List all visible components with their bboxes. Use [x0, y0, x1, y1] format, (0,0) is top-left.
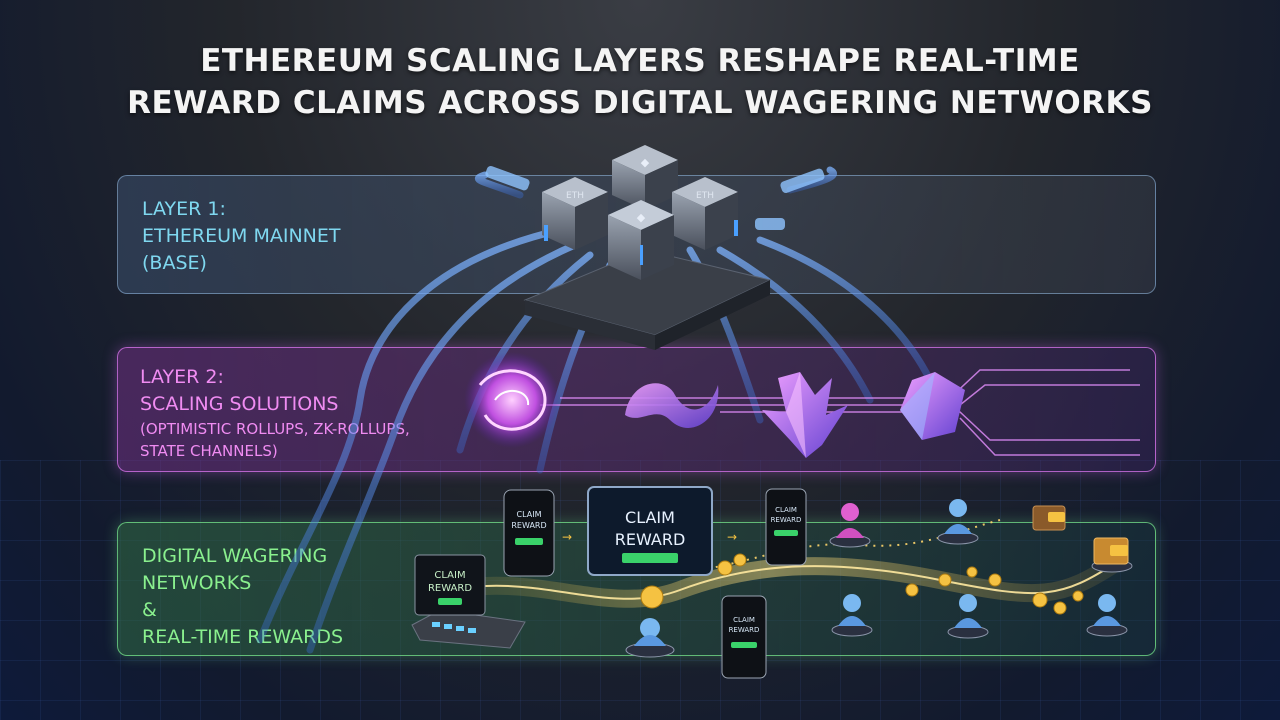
title-line-2: REWARD CLAIMS ACROSS DIGITAL WAGERING NE…: [127, 85, 1153, 121]
ethereum-node-cluster: ◆ ETH ETH ◆: [485, 145, 825, 350]
layer-3-ampersand: &: [142, 599, 157, 621]
phone-claim-2: CLAIM REWARD: [765, 488, 807, 566]
data-cables: [256, 166, 934, 654]
page-title: ETHEREUM SCALING LAYERS RESHAPE REAL-TIM…: [0, 40, 1280, 124]
reward-stream: [416, 519, 1125, 609]
layer-1-label: LAYER 1: ETHEREUM MAINNET (BASE): [142, 196, 340, 277]
eth-cube-front: ◆: [608, 200, 674, 280]
chip-label-left: ETH: [566, 191, 584, 201]
title-line-1: ETHEREUM SCALING LAYERS RESHAPE REAL-TIM…: [200, 43, 1080, 79]
wallet-icons: [1032, 505, 1133, 573]
user-avatar-3: [625, 618, 675, 658]
user-avatar-4: [831, 594, 873, 637]
phone-claim-3: CLAIM REWARD: [721, 595, 767, 679]
layer-2-detail-2: STATE CHANNELS): [140, 442, 278, 460]
zk-rollup-ribbon-icon: [625, 383, 719, 428]
svg-text:→: →: [562, 530, 572, 544]
user-avatar-6: [1086, 594, 1128, 637]
wallet-icon-2: [1091, 537, 1133, 573]
layer-3-title: DIGITAL WAGERING: [142, 545, 328, 567]
user-avatars: [625, 499, 1128, 658]
layer-1-note: (BASE): [142, 252, 207, 274]
polygon-gem-icon: [900, 372, 965, 440]
user-avatar-1: [829, 503, 871, 548]
flow-arrows: → →: [562, 530, 737, 544]
layer-2-panel: LAYER 2: SCALING SOLUTIONS (OPTIMISTIC R…: [117, 347, 1156, 472]
wallet-icon-1: [1032, 505, 1066, 531]
layer-3-title-2: NETWORKS: [142, 572, 252, 594]
phone-3-claim: CLAIM: [733, 616, 755, 624]
state-channel-crystal-icon: [762, 372, 848, 458]
eth-cube-left: ETH: [542, 177, 608, 250]
layer-2-label: LAYER 2: SCALING SOLUTIONS (OPTIMISTIC R…: [140, 364, 410, 462]
layer-3-label: DIGITAL WAGERING NETWORKS & REAL-TIME RE…: [142, 543, 343, 651]
phone-2-reward: REWARD: [771, 516, 802, 524]
user-avatar-5: [947, 594, 989, 639]
pos-terminal: CLAIM REWARD: [411, 554, 526, 649]
phone-3-reward: REWARD: [729, 626, 760, 634]
layer-2-detail-1: (OPTIMISTIC ROLLUPS, ZK-ROLLUPS,: [140, 420, 410, 438]
terminal-claim-text: CLAIM: [434, 570, 465, 581]
phone-claim-1: CLAIM REWARD: [503, 489, 555, 577]
eth-cube-back: ◆: [612, 145, 678, 210]
optimistic-rollup-swirl-icon: [464, 352, 560, 448]
phone-1-claim: CLAIM: [517, 510, 542, 519]
monitor-reward-text: REWARD: [615, 530, 686, 549]
layer-1-name: ETHEREUM MAINNET: [142, 225, 341, 247]
user-avatar-2: [937, 499, 979, 545]
phone-1-reward: REWARD: [511, 521, 546, 530]
svg-text:◆: ◆: [637, 211, 646, 224]
monitor-claim-text: CLAIM: [625, 508, 675, 527]
layer-1-title: LAYER 1:: [142, 198, 226, 220]
svg-text:→: →: [727, 530, 737, 544]
terminal-reward-text: REWARD: [428, 583, 472, 594]
layer-2-name: SCALING SOLUTIONS: [140, 393, 339, 415]
svg-text:◆: ◆: [641, 156, 650, 169]
layer-3-subtitle: REAL-TIME REWARDS: [142, 626, 344, 648]
eth-cube-right: ETH: [672, 177, 738, 250]
layer-2-title: LAYER 2:: [140, 366, 224, 388]
phone-2-claim: CLAIM: [775, 506, 797, 514]
monitor-claim: CLAIM REWARD: [587, 486, 713, 576]
chip-label-right: ETH: [696, 191, 714, 201]
